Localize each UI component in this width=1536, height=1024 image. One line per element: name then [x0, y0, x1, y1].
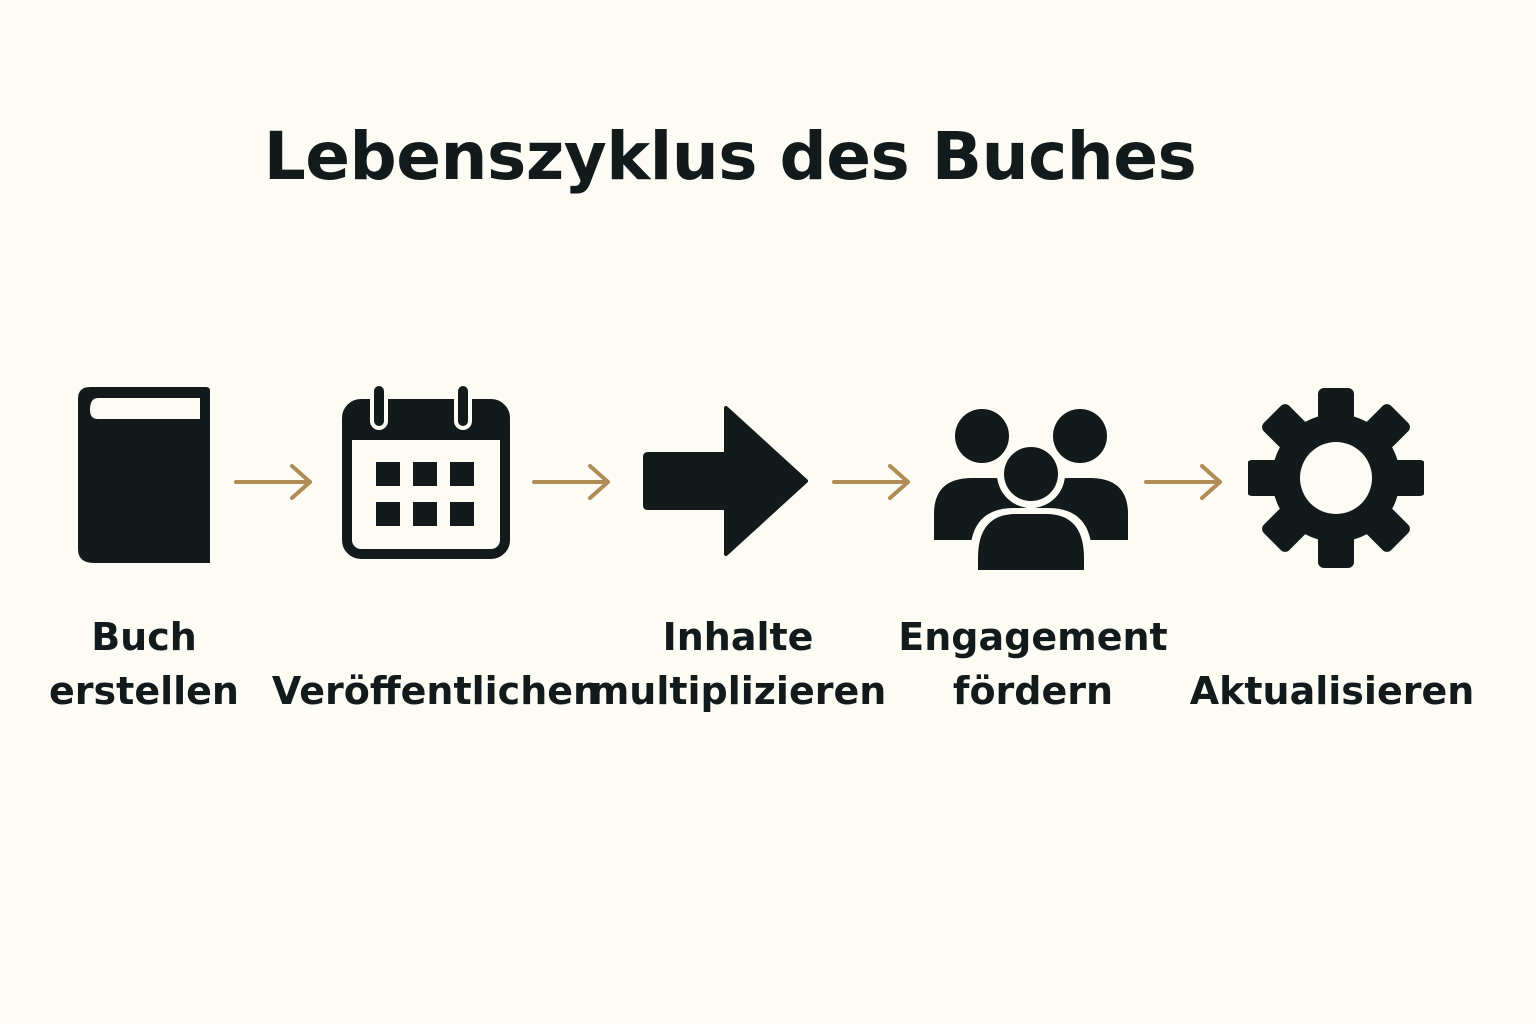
step-label-line: Engagement	[898, 615, 1168, 659]
step-label-line: Inhalte	[662, 615, 814, 659]
step-label-line: Veröffentlichen	[271, 669, 601, 713]
step-label-line: Aktualisieren	[1189, 669, 1475, 713]
step-label-line	[272, 610, 600, 664]
book-icon	[76, 386, 212, 566]
calendar-icon	[340, 382, 512, 562]
step-label-line: fördern	[952, 669, 1114, 713]
step-label-aktualisieren: Aktualisieren	[1190, 610, 1475, 718]
flow-arrow-1	[234, 462, 316, 506]
people-icon	[932, 404, 1130, 574]
flow-arrow-3	[832, 462, 914, 506]
flow-arrow-2	[532, 462, 614, 506]
arrow-right-icon	[642, 404, 810, 558]
gear-icon	[1248, 386, 1424, 570]
step-label-inhalte-multiplizieren: Inhalte multiplizieren	[590, 610, 887, 718]
flow-arrow-4	[1144, 462, 1226, 506]
step-label-buch-erstellen: Buch erstellen	[49, 610, 239, 718]
step-label-line: Buch	[91, 615, 197, 659]
step-label-line: erstellen	[49, 669, 239, 713]
step-label-line	[1190, 610, 1475, 664]
step-label-engagement-foerdern: Engagement fördern	[898, 610, 1167, 718]
step-label-line: multiplizieren	[589, 669, 887, 713]
diagram-title: Lebenszyklus des Buches	[263, 118, 1197, 195]
step-label-veroeffentlichen: Veröffentlichen	[272, 610, 600, 718]
